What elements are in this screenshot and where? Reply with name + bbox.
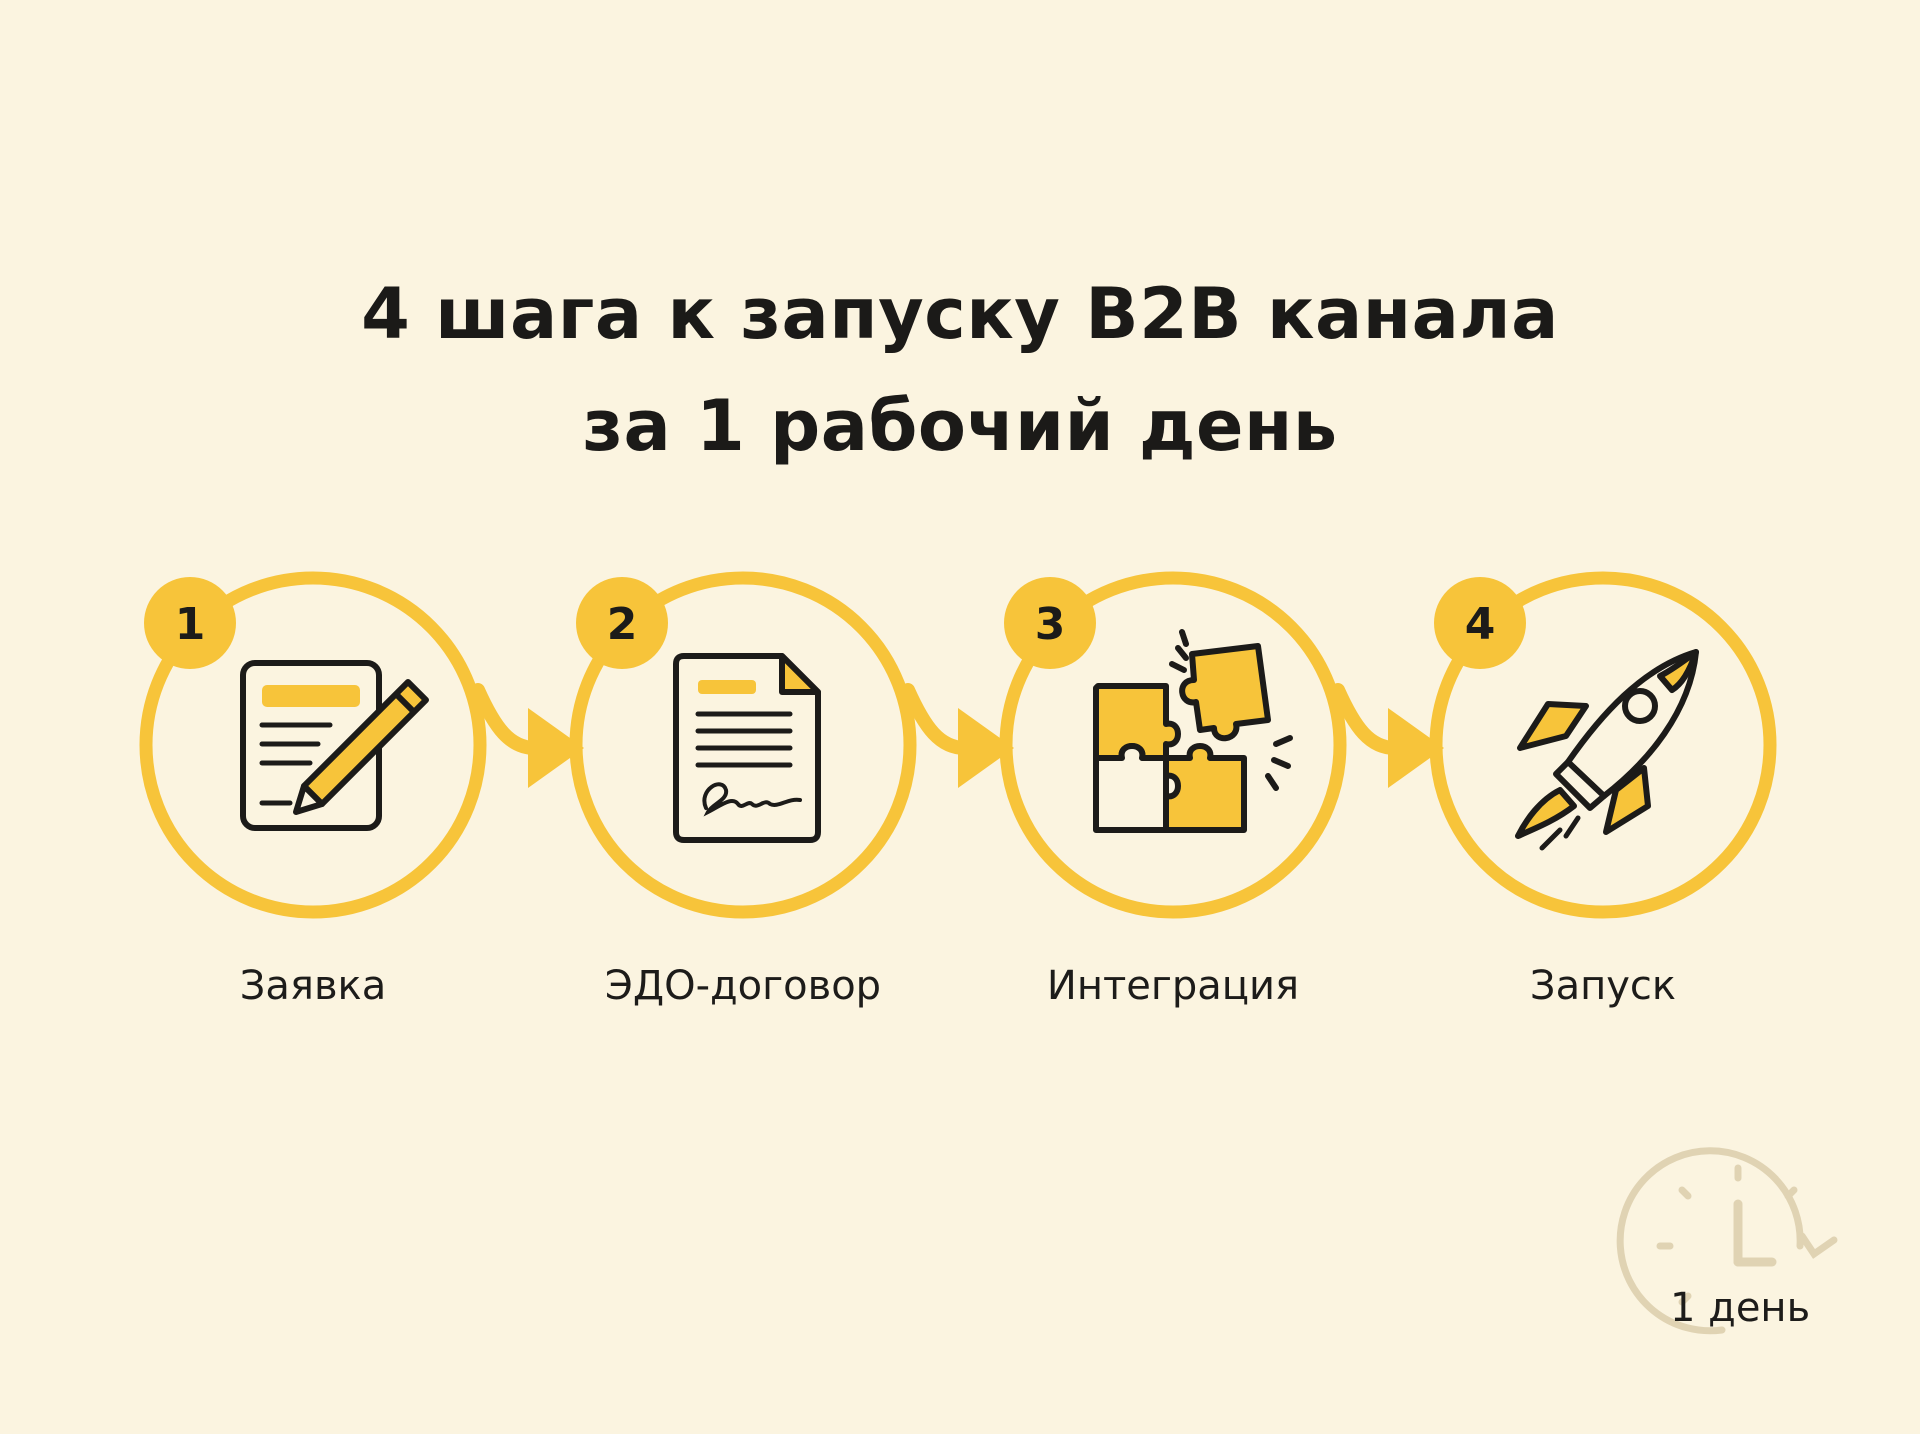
step-1-number: 1 [175, 599, 206, 650]
step-3-label: Интеграция [1046, 963, 1300, 1009]
puzzle-pieces-icon [1093, 629, 1293, 833]
clock-icon [1616, 1147, 1838, 1335]
step-4: 4 [1429, 571, 1777, 919]
step-1-ring [139, 571, 487, 919]
step-1: 1 [139, 571, 487, 919]
step-4-number: 4 [1465, 599, 1496, 650]
step-2: 2 [569, 571, 917, 919]
arrow-3-to-4 [1331, 683, 1444, 788]
rocket-icon [1515, 649, 1699, 851]
step-1-number-badge [144, 577, 236, 669]
step-2-ring [569, 571, 917, 919]
duration-label: 1 день [1670, 1285, 1811, 1331]
arrow-1-to-2 [471, 683, 584, 788]
step-1-label: Заявка [239, 963, 387, 1009]
title-line-2: за 1 рабочий день [582, 385, 1338, 467]
arrow-2-to-3 [901, 683, 1014, 788]
step-2-number: 2 [607, 599, 638, 650]
step-2-label: ЭДО-договор [604, 963, 882, 1009]
step-3: 3 [999, 571, 1347, 919]
step-3-number: 3 [1035, 599, 1066, 650]
step-4-ring [1429, 571, 1777, 919]
page-title: 4 шага к запуску B2B канала за 1 рабочий… [0, 258, 1920, 482]
step-4-label: Запуск [1529, 963, 1677, 1009]
title-line-1: 4 шага к запуску B2B канала [361, 273, 1559, 355]
step-3-ring [999, 571, 1347, 919]
step-2-number-badge [576, 577, 668, 669]
step-3-number-badge [1004, 577, 1096, 669]
signed-contract-document-icon [673, 653, 821, 843]
application-form-pencil-icon [240, 660, 429, 831]
step-4-number-badge [1434, 577, 1526, 669]
